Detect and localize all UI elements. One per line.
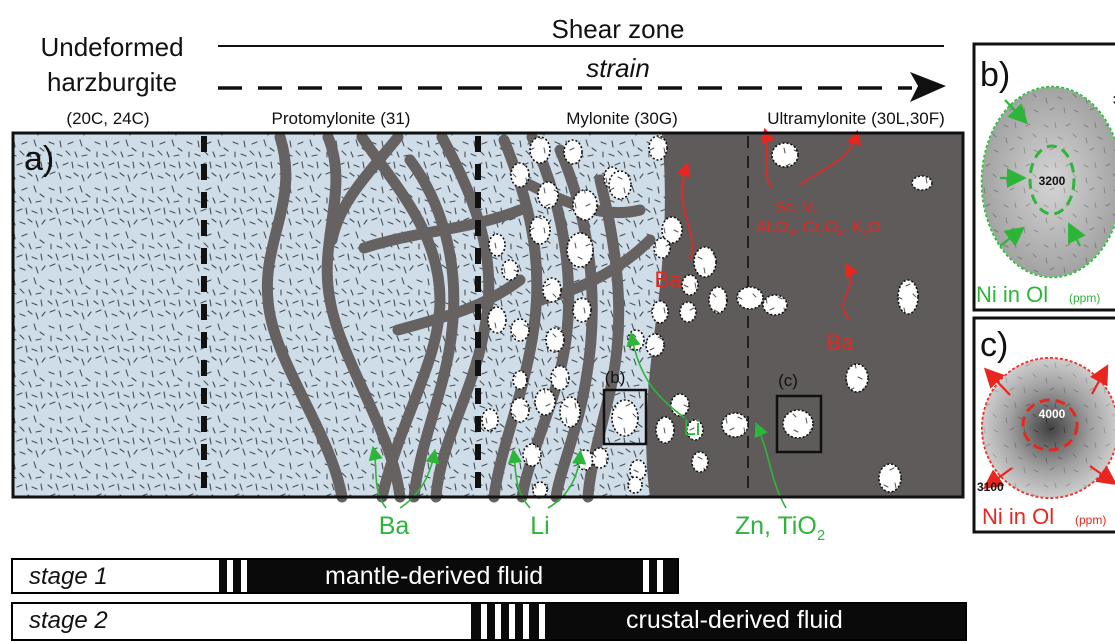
panel-c-label: c) xyxy=(980,326,1008,364)
panel-c-core-contour xyxy=(1021,398,1079,452)
panel-a-label: a) xyxy=(24,140,54,178)
stage-1-bar: stage 1 mantle-derived fluid xyxy=(11,558,679,594)
stage-1-fluid-bar: mantle-derived fluid xyxy=(219,560,677,592)
panel-c-arrows xyxy=(982,364,1115,490)
label-li-bottom: Li xyxy=(530,512,549,540)
stage-1-stripe xyxy=(241,560,247,592)
panel-b-caption: Ni in Ol xyxy=(976,282,1048,307)
panel-c-rim-value: 3100 xyxy=(977,480,1004,494)
stage-2-stripe xyxy=(495,604,501,639)
stage-1-label: stage 1 xyxy=(29,563,108,590)
panel-b-core-value: 3200 xyxy=(1039,174,1066,188)
box-c xyxy=(775,394,823,454)
mantle-arrows xyxy=(368,331,787,509)
panel-b-unit: (ppm) xyxy=(1069,291,1100,305)
stage-2-label: stage 2 xyxy=(29,607,108,634)
porphyroclasts xyxy=(481,135,933,499)
box-c-label: (c) xyxy=(778,371,798,390)
stage-2-fluid-label: crustal-derived fluid xyxy=(626,606,843,634)
panel-c-unit: (ppm) xyxy=(1075,513,1106,527)
panel-a: (b) (c) a) Ba Sc, V, Al2O3, Cr2O3, K2O B… xyxy=(13,127,963,509)
undeformed-samples-label: (20C, 24C) xyxy=(66,109,149,128)
stage-2-stripe xyxy=(509,604,515,639)
clast-c xyxy=(782,409,814,439)
stage-1-stripe xyxy=(227,560,233,592)
panel-b: b) 3600 3200 Ni in Ol (ppm) xyxy=(972,42,1115,312)
protomylonite-label: Protomylonite (31) xyxy=(272,109,411,128)
label-ba-mylonite: Ba xyxy=(655,267,683,292)
panel-c: c) 4000 3100 Ni in Ol (ppm) xyxy=(972,316,1115,534)
panel-b-core-contour xyxy=(1028,144,1076,216)
stage-2-stripe xyxy=(523,604,529,639)
ultramylonite-label: Ultramylonite (30L,30F) xyxy=(767,109,945,128)
panel-c-core-value: 4000 xyxy=(1039,407,1066,421)
label-zn-tio2: Zn, TiO2 xyxy=(735,512,825,544)
undeformed-title-line2: harzburgite xyxy=(47,67,177,97)
mylonite-label: Mylonite (30G) xyxy=(566,109,677,128)
box-b xyxy=(602,388,648,446)
undeformed-title-line1: Undeformed xyxy=(40,32,183,62)
shear-zone-title: Shear zone xyxy=(552,14,685,44)
stage-2-stripe xyxy=(481,604,487,639)
shear-veins xyxy=(261,131,656,503)
stage-2-bar: stage 2 crustal-derived fluid xyxy=(11,602,967,641)
box-b-label: (b) xyxy=(605,368,626,387)
label-ba-bottom: Ba xyxy=(379,512,410,540)
stage-1-stripe xyxy=(657,560,663,592)
panel-b-arrows xyxy=(999,99,1086,247)
crustal-arrows xyxy=(676,127,862,321)
panel-a-frame xyxy=(11,131,965,499)
clast-b xyxy=(611,399,639,437)
label-li-inner: Li xyxy=(683,415,700,440)
stage-1-fluid-label: mantle-derived fluid xyxy=(325,562,544,590)
stage-2-stripe xyxy=(539,604,545,639)
ultramylonite-region xyxy=(646,133,963,497)
stage-1-stripe xyxy=(643,560,649,592)
strain-arrowhead xyxy=(910,72,946,102)
label-oxides: Al2O3, Cr2O3, K2O xyxy=(756,219,881,239)
panel-c-texture xyxy=(982,358,1115,498)
label-ba-ultramylonite: Ba xyxy=(827,330,855,355)
strain-label: strain xyxy=(586,53,650,83)
stage-2-fluid-bar: crustal-derived fluid xyxy=(471,604,965,639)
panel-c-caption: Ni in Ol xyxy=(982,504,1054,529)
panel-b-rim-value: 3600 xyxy=(1113,93,1115,107)
panel-b-label: b) xyxy=(980,56,1010,94)
label-sc-v: Sc, V, xyxy=(775,199,816,216)
